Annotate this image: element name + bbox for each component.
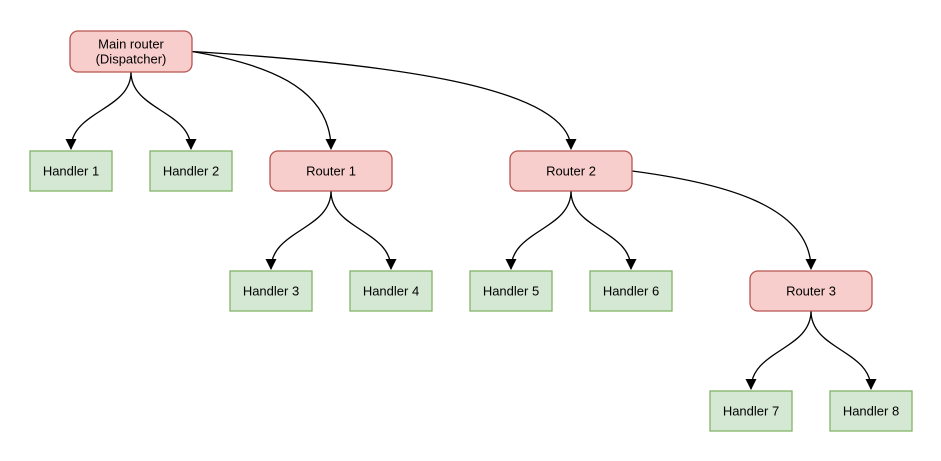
handler-4-label-line: Handler 4 [363, 284, 419, 299]
handler-5-label-line: Handler 5 [483, 284, 539, 299]
edge-router-1-to-handler-4 [330, 190, 397, 270]
handler-8-label-line: Handler 8 [843, 404, 899, 419]
edge-main-router-to-handler-1 [65, 71, 132, 150]
edge-router-1-to-handler-3 [265, 190, 332, 270]
node-handler-7: Handler 7 [709, 390, 793, 432]
edge-router-2-to-handler-5 [505, 190, 572, 270]
node-router-3: Router 3 [749, 270, 873, 312]
main-router-label-line: (Dispatcher) [96, 52, 167, 67]
edge-main-router-to-handler-2 [130, 71, 197, 150]
node-handler-1: Handler 1 [29, 150, 113, 192]
edge-router-3-to-handler-7 [745, 310, 812, 390]
router-3-label-line: Router 3 [786, 284, 836, 299]
handler-3-box [229, 270, 313, 312]
handler-7-label-line: Handler 7 [723, 404, 779, 419]
handler-1-label-line: Handler 1 [43, 164, 99, 179]
node-main-router: Main router(Dispatcher) [69, 30, 193, 73]
handler-3-label: Handler 3 [243, 284, 299, 299]
handler-8-box [829, 390, 913, 432]
router-3-box [749, 270, 873, 312]
main-router-label-line: Main router [98, 37, 164, 52]
edge-router-2-to-router-3 [631, 170, 817, 270]
router-2-label: Router 2 [546, 164, 596, 179]
handler-5-label: Handler 5 [483, 284, 539, 299]
handler-8-label: Handler 8 [843, 404, 899, 419]
handler-7-label: Handler 7 [723, 404, 779, 419]
handler-4-box [349, 270, 433, 312]
router-2-box [509, 150, 633, 192]
node-handler-8: Handler 8 [829, 390, 913, 432]
handler-6-label: Handler 6 [603, 284, 659, 299]
main-router-box [69, 30, 193, 73]
handler-3-label-line: Handler 3 [243, 284, 299, 299]
node-router-1: Router 1 [269, 150, 393, 192]
handler-2-label: Handler 2 [163, 164, 219, 179]
node-handler-2: Handler 2 [149, 150, 233, 192]
router-1-label-line: Router 1 [306, 164, 356, 179]
router-1-label: Router 1 [306, 164, 356, 179]
router-3-label: Router 3 [786, 284, 836, 299]
handler-5-box [469, 270, 553, 312]
handler-6-label-line: Handler 6 [603, 284, 659, 299]
node-handler-5: Handler 5 [469, 270, 553, 312]
router-2-label-line: Router 2 [546, 164, 596, 179]
handler-7-box [709, 390, 793, 432]
handler-2-label-line: Handler 2 [163, 164, 219, 179]
edge-router-3-to-handler-8 [810, 310, 877, 390]
node-handler-6: Handler 6 [589, 270, 673, 312]
handler-1-label: Handler 1 [43, 164, 99, 179]
edge-main-router-to-router-2 [191, 50, 577, 150]
node-handler-3: Handler 3 [229, 270, 313, 312]
node-handler-4: Handler 4 [349, 270, 433, 312]
edge-router-2-to-handler-6 [570, 190, 637, 270]
handler-6-box [589, 270, 673, 312]
node-router-2: Router 2 [509, 150, 633, 192]
handler-4-label: Handler 4 [363, 284, 419, 299]
edge-main-router-to-router-1 [191, 50, 337, 150]
router-1-box [269, 150, 393, 192]
handler-2-box [149, 150, 233, 192]
handler-1-box [29, 150, 113, 192]
main-router-label: Main router(Dispatcher) [96, 37, 167, 67]
